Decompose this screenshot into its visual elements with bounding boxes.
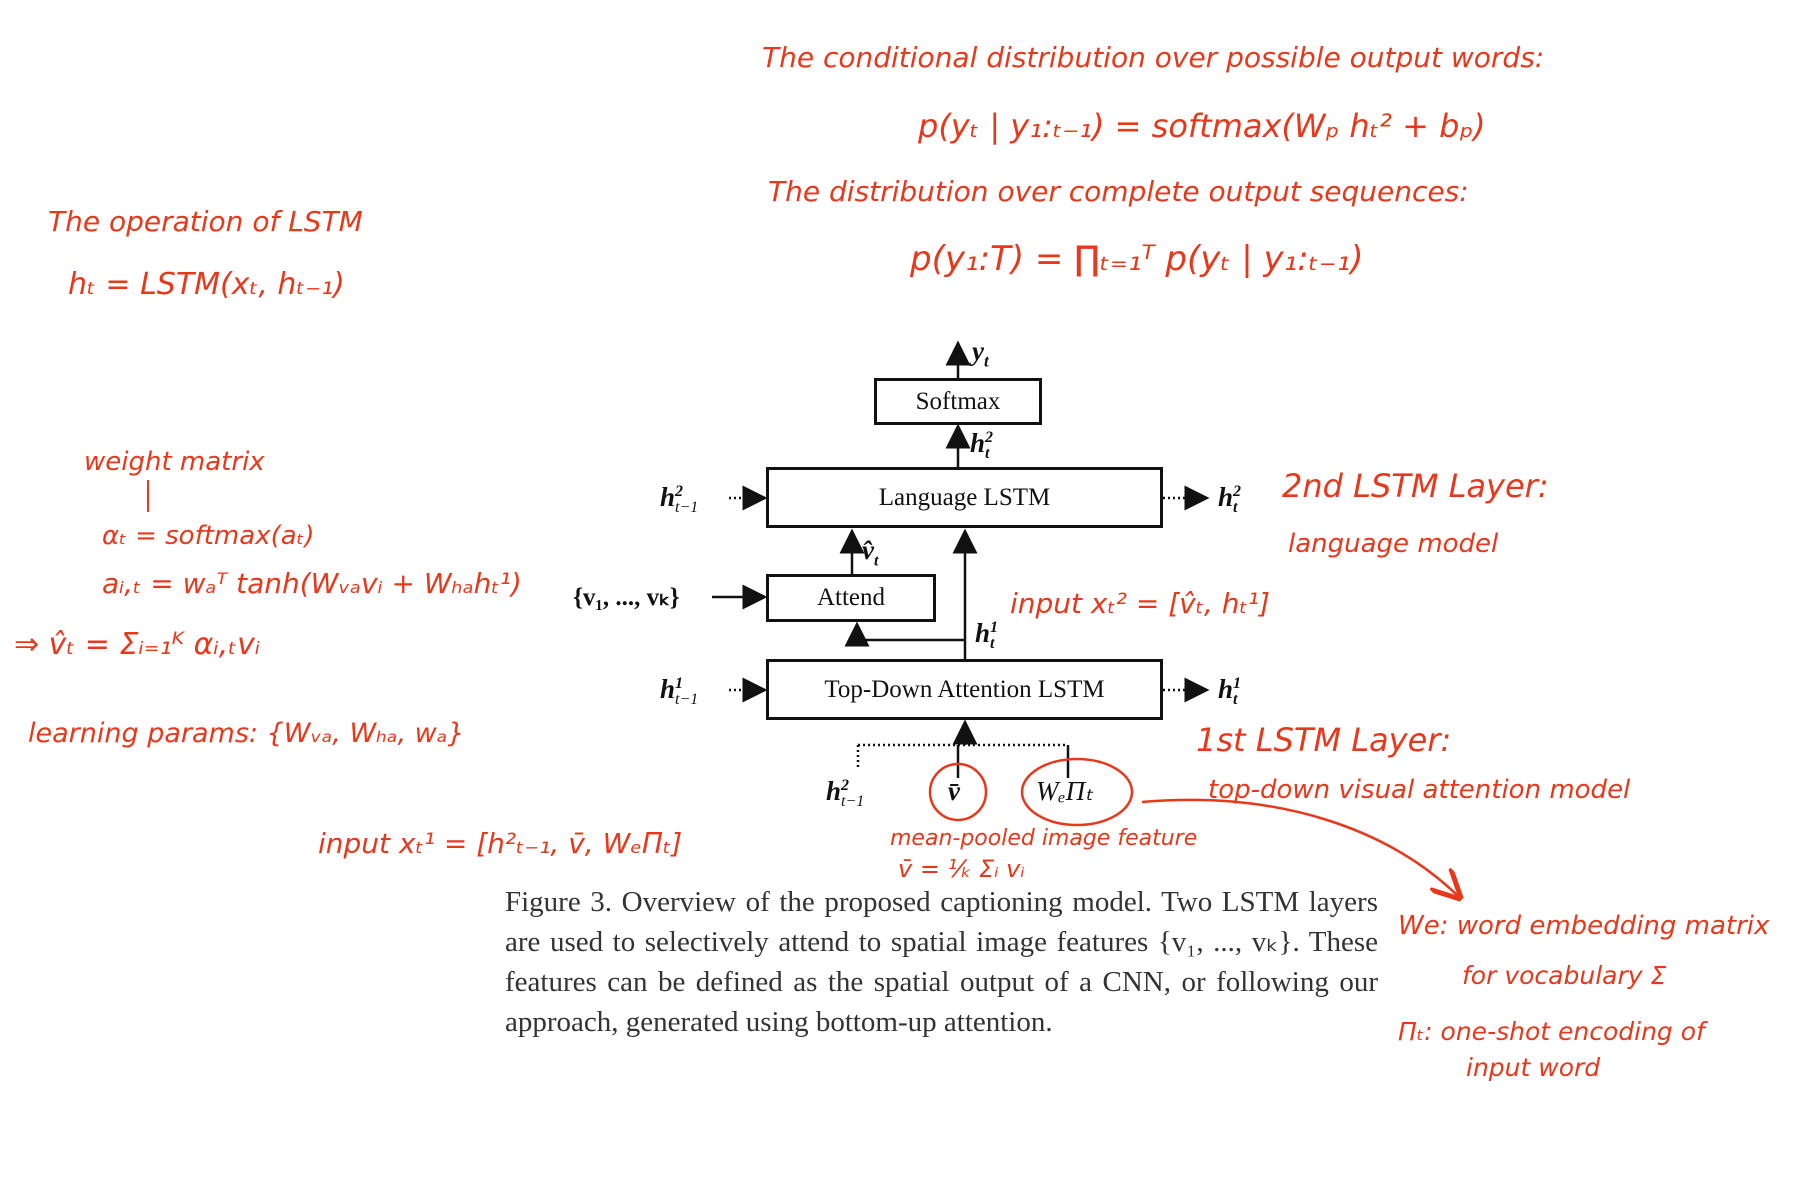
lstm-title-note: The operation of LSTM bbox=[48, 205, 363, 238]
vhat-t-label: v̂t bbox=[862, 535, 879, 570]
layer2-title-note: 2nd LSTM Layer: bbox=[1282, 467, 1549, 505]
layer1-sub-note: top-down visual attention model bbox=[1208, 775, 1631, 805]
attend-label: Attend bbox=[816, 584, 886, 611]
layer2-sub-note: language model bbox=[1288, 529, 1499, 559]
vbar-eq-note: v̄ = ¹⁄ₖ Σᵢ vᵢ bbox=[898, 855, 1025, 883]
annotation-arrow bbox=[1141, 798, 1458, 896]
mean-pooled-note: mean-pooled image feature bbox=[890, 826, 1198, 851]
topdown-lstm-box: Top-Down Attention LSTM bbox=[766, 659, 1163, 720]
topdown-lstm-label: Top-Down Attention LSTM bbox=[824, 675, 1105, 703]
figure-caption: Figure 3. Overview of the proposed capti… bbox=[505, 886, 1378, 1038]
language-lstm-label: Language LSTM bbox=[878, 483, 1051, 511]
vbar-circle bbox=[928, 762, 988, 822]
softmax-label: Softmax bbox=[915, 387, 1001, 415]
we-def-note-2: for vocabulary Σ bbox=[1462, 961, 1667, 990]
wepi-circle bbox=[1020, 757, 1134, 827]
v-set-label: {v₁, ..., vₖ} bbox=[573, 584, 680, 611]
cond-title-note: The conditional distribution over possib… bbox=[762, 41, 1545, 74]
cond-formula-note: p(yₜ | y₁:ₜ₋₁) = softmax(Wₚ hₜ² + bₚ) bbox=[918, 107, 1486, 145]
vhat-eq-note: ⇒ v̂ₜ = Σᵢ₌₁ᴷ αᵢ,ₜvᵢ bbox=[14, 627, 261, 662]
h2-tm1-left-label: h2t−1 bbox=[660, 482, 699, 517]
h1-t-right-label: h1t bbox=[1218, 674, 1242, 709]
alpha-eq-note: αₜ = softmax(aₜ) bbox=[102, 521, 315, 551]
language-lstm-box: Language LSTM bbox=[766, 467, 1163, 528]
we-def-note-1: We: word embedding matrix bbox=[1398, 911, 1770, 941]
vbar-label: v̄ bbox=[948, 776, 960, 806]
input1-note: input xₜ¹ = [h²ₜ₋₁, v̄, WₑΠₜ] bbox=[318, 827, 683, 860]
seq-title-note: The distribution over complete output se… bbox=[768, 175, 1469, 208]
h1-tm1-left-label: h1t−1 bbox=[660, 674, 699, 709]
pi-def-note-2: input word bbox=[1466, 1053, 1601, 1082]
a-eq-note: aᵢ,ₜ = wₐᵀ tanh(Wᵥₐvᵢ + Wₕₐhₜ¹) bbox=[102, 567, 522, 600]
learning-params-note: learning params: {Wᵥₐ, Wₕₐ, wₐ} bbox=[28, 718, 465, 749]
lstm-formula-note: hₜ = LSTM(xₜ, hₜ₋₁) bbox=[68, 267, 345, 302]
h2-tm1-bottom-label: h2t−1 bbox=[826, 776, 865, 811]
seq-formula-note: p(y₁:T) = ∏ₜ₌₁ᵀ p(yₜ | y₁:ₜ₋₁) bbox=[910, 239, 1364, 279]
weight-matrix-note: weight matrix bbox=[84, 447, 265, 477]
softmax-box: Softmax bbox=[874, 378, 1042, 425]
input2-note: input xₜ² = [v̂ₜ, hₜ¹] bbox=[1010, 587, 1270, 620]
layer1-title-note: 1st LSTM Layer: bbox=[1196, 721, 1452, 759]
attend-box: Attend bbox=[766, 574, 936, 622]
h2-t-right-label: h2t bbox=[1218, 482, 1242, 517]
h1-t-mid-label: h1t bbox=[975, 618, 999, 653]
pi-def-note-1: Πₜ: one-shot encoding of bbox=[1398, 1017, 1705, 1046]
y-t-label: yt bbox=[972, 336, 989, 371]
h2-t-label: h2t bbox=[970, 428, 994, 463]
we-pi-label: WₑΠₜ bbox=[1036, 776, 1094, 806]
